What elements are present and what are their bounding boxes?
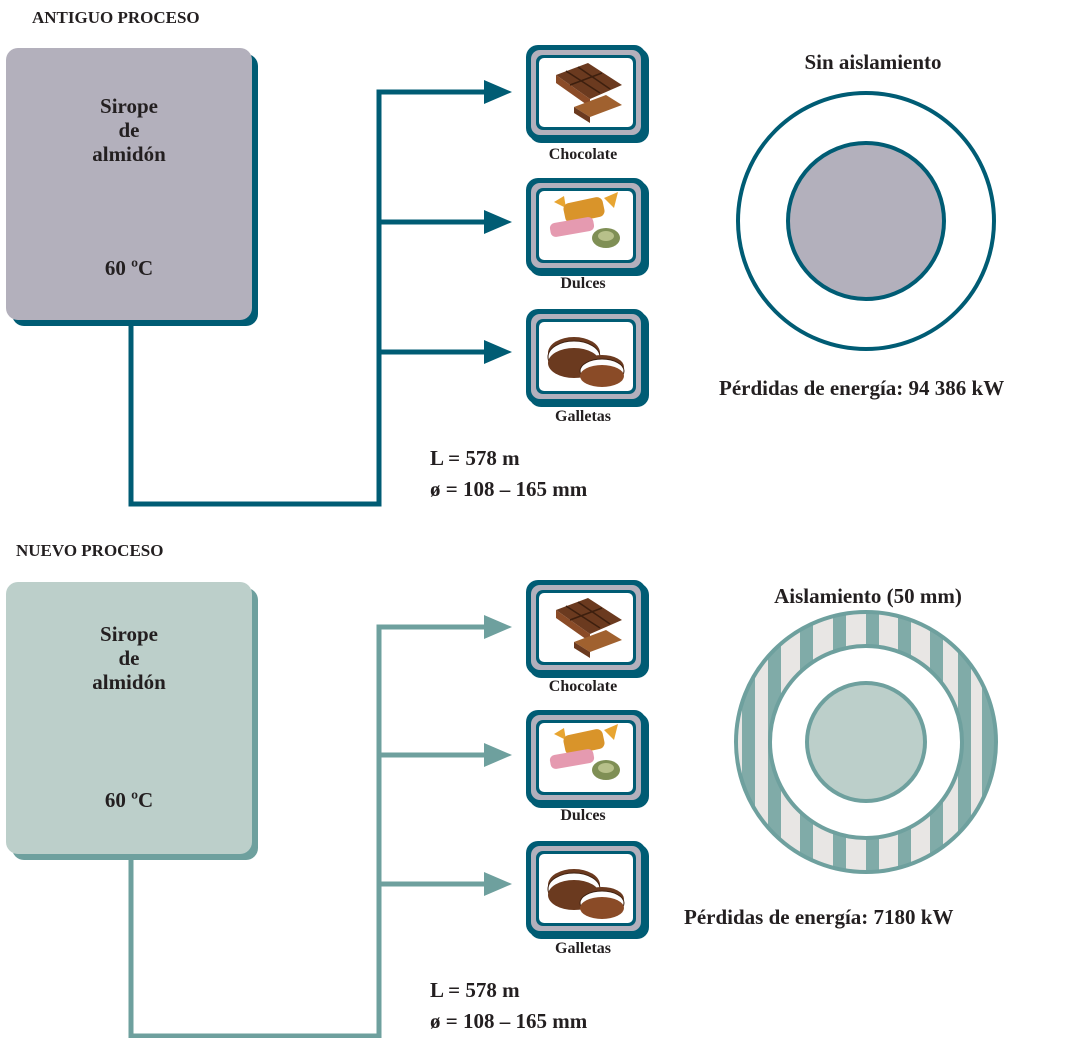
- old-candy-icon: [526, 178, 649, 276]
- new-tank-line3: almidón: [92, 670, 166, 694]
- old-product-dulces-label: Dulces: [560, 275, 606, 292]
- old-product-galletas-label: Galletas: [555, 408, 611, 425]
- old-energy-loss: Pérdidas de energía: 94 386 kW: [719, 376, 1005, 400]
- old-arrow-3: [484, 340, 512, 364]
- new-product-chocolate-label: Chocolate: [548, 678, 618, 695]
- old-chocolate-icon: [526, 45, 649, 143]
- old-tank-temperature: 60 ºC: [104, 256, 154, 280]
- old-tank: Sirope de almidón 60 ºC: [6, 48, 252, 320]
- old-cross-section-title: Sin aislamiento: [804, 50, 942, 74]
- old-product-chocolate-label: Chocolate: [548, 146, 618, 163]
- old-pipe-length: L = 578 m: [430, 446, 520, 470]
- insulation-layer: [736, 612, 996, 872]
- old-process-label: ANTIGUO PROCESO: [32, 8, 200, 27]
- old-cookie-icon: [526, 309, 649, 407]
- new-pipe-length: L = 578 m: [430, 978, 520, 1002]
- old-tank-line3: almidón: [92, 142, 166, 166]
- new-cookie-icon: [526, 841, 649, 939]
- new-candy-icon: [526, 710, 649, 808]
- new-pipe-diameter: ø = 108 – 165 mm: [430, 1009, 588, 1033]
- new-energy-loss: Pérdidas de energía: 7180 kW: [684, 905, 954, 929]
- old-tank-line1: Sirope: [100, 94, 158, 118]
- new-tank-line2: de: [118, 646, 140, 670]
- old-pipe-cross-section: [736, 91, 996, 351]
- old-pipe-diameter: ø = 108 – 165 mm: [430, 477, 588, 501]
- new-product-dulces-label: Dulces: [560, 807, 606, 824]
- new-tank-line1: Sirope: [100, 622, 158, 646]
- new-pipe-cross-section: [734, 610, 998, 874]
- new-tank-temperature: 60 ºC: [104, 788, 154, 812]
- new-arrow-2: [484, 743, 512, 767]
- new-tank: Sirope de almidón 60 ºC: [6, 582, 252, 854]
- new-chocolate-icon: [526, 580, 649, 678]
- old-arrow-1: [484, 80, 512, 104]
- old-tank-line2: de: [118, 118, 140, 142]
- new-arrow-1: [484, 615, 512, 639]
- new-cross-section-title: Aislamiento (50 mm): [774, 584, 962, 608]
- old-arrow-2: [484, 210, 512, 234]
- new-product-galletas-label: Galletas: [555, 940, 611, 957]
- new-process-label: NUEVO PROCESO: [16, 541, 164, 560]
- new-arrow-3: [484, 872, 512, 896]
